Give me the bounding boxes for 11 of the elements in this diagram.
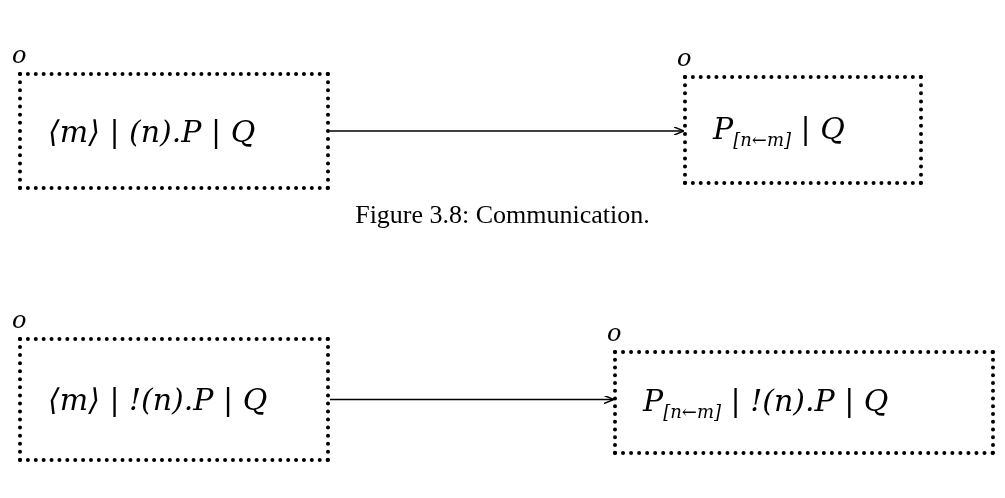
node-heading: o xyxy=(12,307,27,333)
node-heading: o xyxy=(12,42,27,68)
arrow xyxy=(329,394,615,405)
arrow xyxy=(329,126,685,136)
figure-caption: Figure 3.8: Communication. xyxy=(354,200,651,230)
formula: ⟨m⟩ | !(n).P | Q xyxy=(48,382,268,417)
node-heading: o xyxy=(607,320,622,346)
formula: ⟨m⟩ | (n).P | Q xyxy=(48,113,256,149)
node-heading: o xyxy=(677,45,692,71)
formula: P$_{[n←m]}$ | Q xyxy=(713,110,845,150)
formula: P$_{[n←m]}$ | !(n).P | Q xyxy=(643,383,889,422)
